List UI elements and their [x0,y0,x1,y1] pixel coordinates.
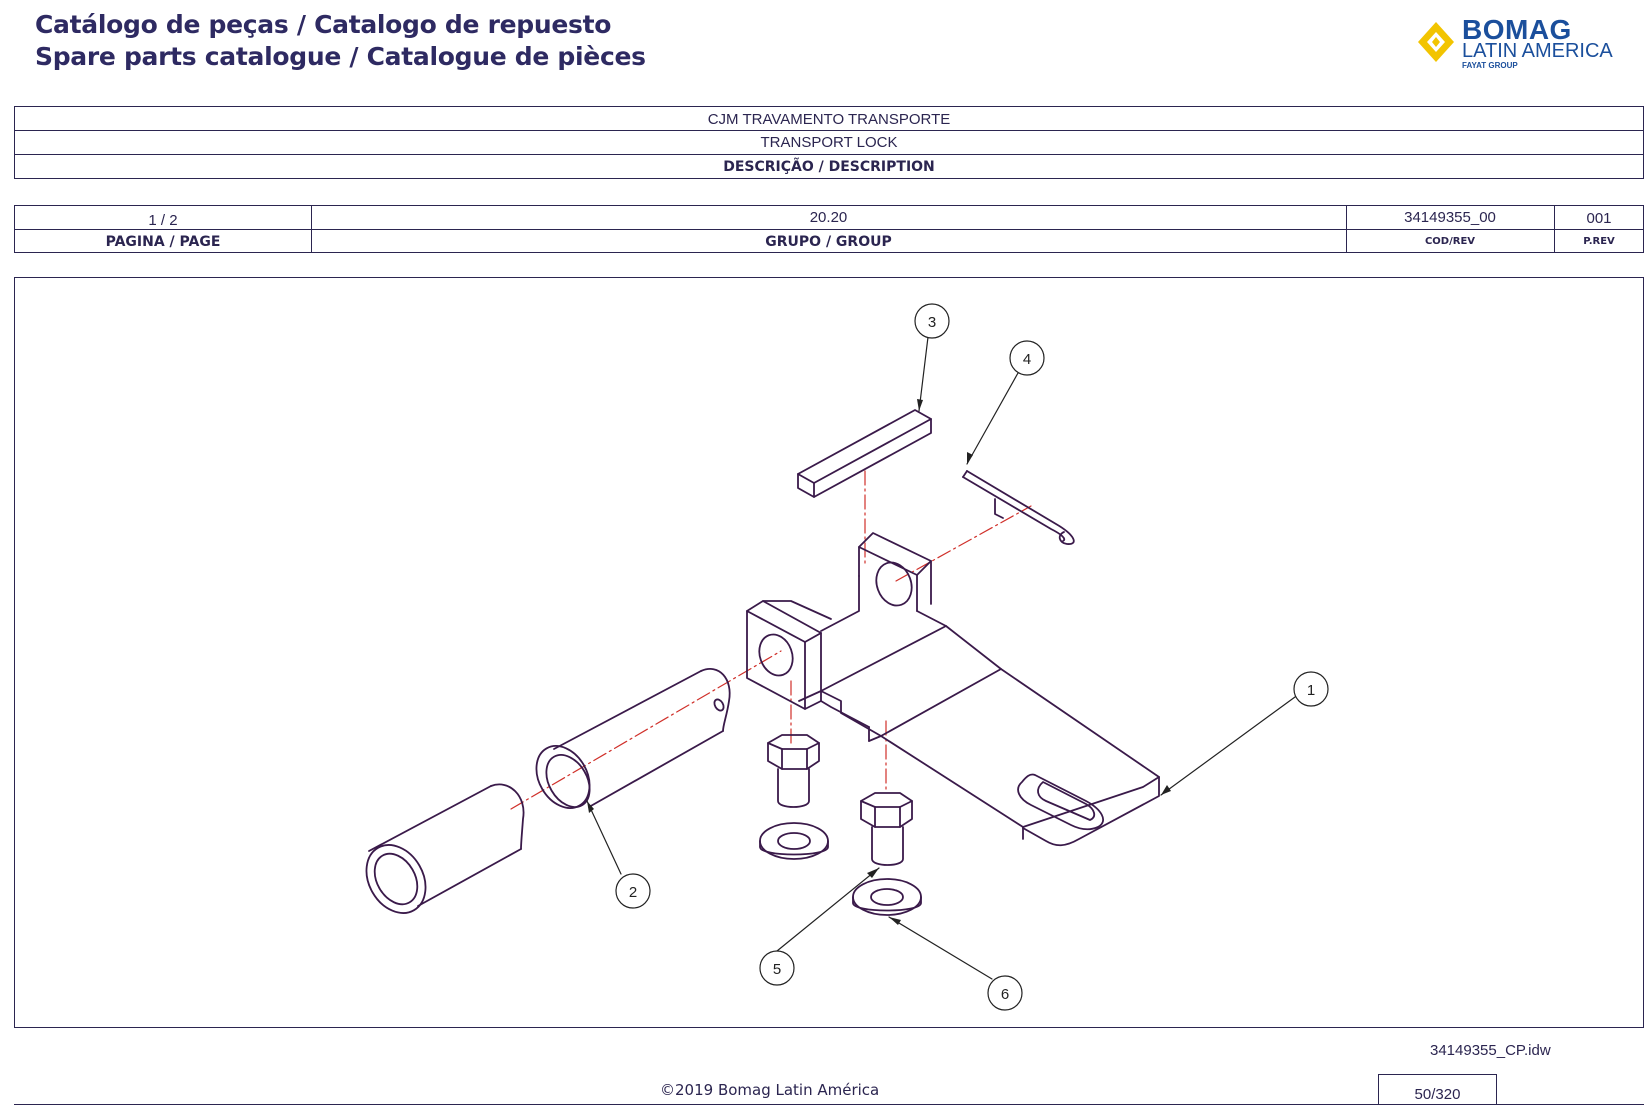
prev-value: 001 [1586,210,1612,227]
description-table: CJM TRAVAMENTO TRANSPORTE TRANSPORT LOCK… [14,106,1644,179]
part-4-cotter-pin [962,470,1075,545]
drawing-file-name: 34149355_CP.idw [1430,1042,1551,1059]
callout-2-label: 2 [629,884,637,901]
part-6-washer-left [759,822,829,860]
callout-5-circle [759,950,795,986]
catalog-title-line2: Spare parts catalogue / Catalogue de piè… [35,42,646,71]
part-6-washer-right [852,878,922,916]
callout-1-circle [1293,671,1329,707]
callout-4-circle [1009,340,1045,376]
page-label: PAGINA / PAGE [105,233,221,250]
callout-5-label: 5 [773,961,781,978]
logo-region: LATIN AMERICA [1462,40,1613,62]
catalog-title-line1: Catálogo de peças / Catalogo de repuesto [35,10,612,39]
exploded-view-drawing: 1 2 3 4 5 6 [14,277,1644,1028]
callout-1-label: 1 [1307,682,1315,699]
page-value: 1 / 2 [148,211,178,229]
callout-3-circle [914,303,950,339]
part-5-bolt-left [767,734,820,808]
callout-6-label: 6 [1001,986,1009,1003]
logo-group: FAYAT GROUP [1462,61,1518,70]
bushing [365,783,525,914]
callout-6-circle [987,975,1023,1011]
bomag-logo: BOMAG LATIN AMERICA FAYAT GROUP [1416,14,1613,72]
bomag-diamond-logo-icon [1418,22,1454,62]
part-5-bolt-right [860,792,913,866]
page-number: 50/320 [1378,1074,1497,1105]
transport-lock-exploded-view: 1 2 3 4 5 6 [365,303,1329,1011]
description-name-pt: CJM TRAVAMENTO TRANSPORTE [707,110,951,128]
code-value: 34149355_00 [1404,209,1496,226]
description-label: DESCRIÇÃO / DESCRIPTION [723,158,935,175]
prev-label: P.REV [1583,236,1615,247]
info-table: 1 / 2 PAGINA / PAGE 20.20 GRUPO / GROUP … [14,205,1644,253]
group-label: GRUPO / GROUP [765,233,892,250]
copyright-notice: ©2019 Bomag Latin América [660,1081,880,1099]
callout-4-label: 4 [1023,351,1031,368]
code-label: COD/REV [1424,236,1476,247]
part-1-bracket [746,532,1160,847]
leader-lines [586,336,1296,980]
part-3-key-bar [797,409,932,498]
callout-2-circle [615,873,651,909]
group-value: 20.20 [809,209,848,226]
callout-3-label: 3 [928,314,936,331]
part-2-pin [535,668,731,809]
description-name-en: TRANSPORT LOCK [760,134,898,151]
footer-rule [14,1104,1644,1105]
center-lines [510,470,1032,810]
logo-brand: BOMAG [1462,14,1572,45]
